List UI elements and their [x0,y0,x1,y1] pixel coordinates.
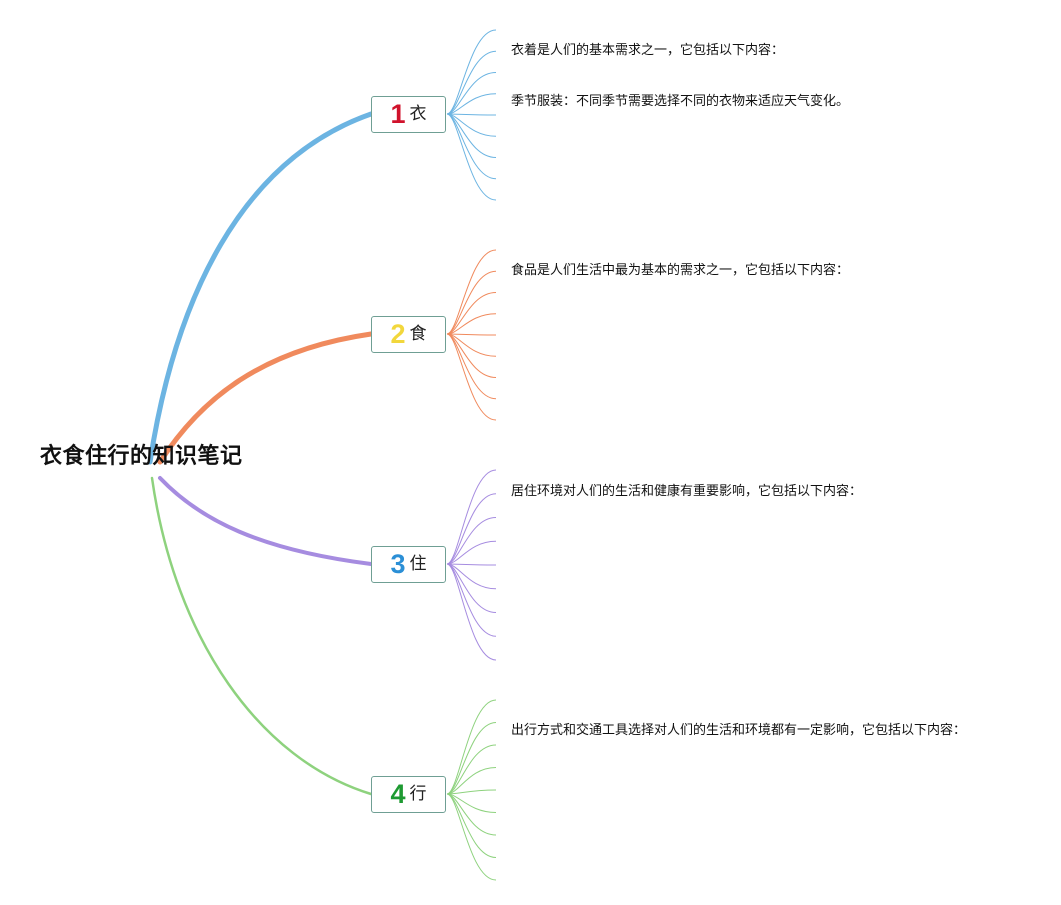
branch-3-note-1[interactable]: 居住环境对人们的生活和健康有重要影响，它包括以下内容： [511,484,863,499]
fan-line [446,333,497,336]
fan-line [446,793,497,881]
branch-connector-2 [157,331,374,465]
branch-node-1[interactable]: 1 衣 [371,96,446,133]
branch-label-3: 住 [409,554,427,574]
branch-node-2[interactable]: 2 食 [371,316,446,353]
fan-line [446,333,497,421]
branch-number-1: 1 [390,99,406,129]
branch-label-2: 食 [409,324,427,344]
branch-label-4: 行 [409,784,427,804]
fan-line [446,270,497,335]
fan-line [446,113,497,116]
fan-line [446,249,497,335]
fan-line [446,699,497,795]
fan-lines-1 [446,29,497,201]
fan-line [446,563,497,590]
branch-node-4[interactable]: 4 行 [371,776,446,813]
fan-line [446,789,497,795]
fan-lines-3 [446,469,497,661]
fan-line [446,113,497,137]
fan-line [446,93,497,115]
fan-line [446,50,497,115]
fan-line [446,767,497,795]
branch-1-note-1[interactable]: 衣着是人们的基本需求之一，它包括以下内容： [511,43,785,58]
branch-number-2: 2 [390,319,406,349]
branch-connector-3 [158,476,373,566]
branch-1-note-2[interactable]: 季节服装：不同季节需要选择不同的衣物来适应天气变化。 [511,94,850,109]
branch-4-note-1[interactable]: 出行方式和交通工具选择对人们的生活和环境都有一定影响，它包括以下内容： [511,723,967,738]
fan-line [446,469,497,565]
fan-lines-2 [446,249,497,421]
fan-line [446,29,497,115]
fan-line [446,113,497,201]
fan-line [446,563,497,661]
fan-line [446,563,497,566]
branch-node-3[interactable]: 3 住 [371,546,446,583]
branch-number-3: 3 [390,549,406,579]
fan-line [446,493,497,565]
branch-number-4: 4 [390,779,406,809]
root-topic-title[interactable]: 衣食住行的知识笔记 [40,444,243,469]
fan-line [446,333,497,357]
fan-lines-4 [446,699,497,881]
branch-connector-1 [147,111,374,465]
branch-2-note-1[interactable]: 食品是人们生活中最为基本的需求之一，它包括以下内容： [511,263,850,278]
fan-line [446,722,497,795]
branch-connector-4 [150,476,373,796]
branch-label-1: 衣 [409,104,427,124]
fan-line [446,313,497,335]
fan-line [446,540,497,565]
